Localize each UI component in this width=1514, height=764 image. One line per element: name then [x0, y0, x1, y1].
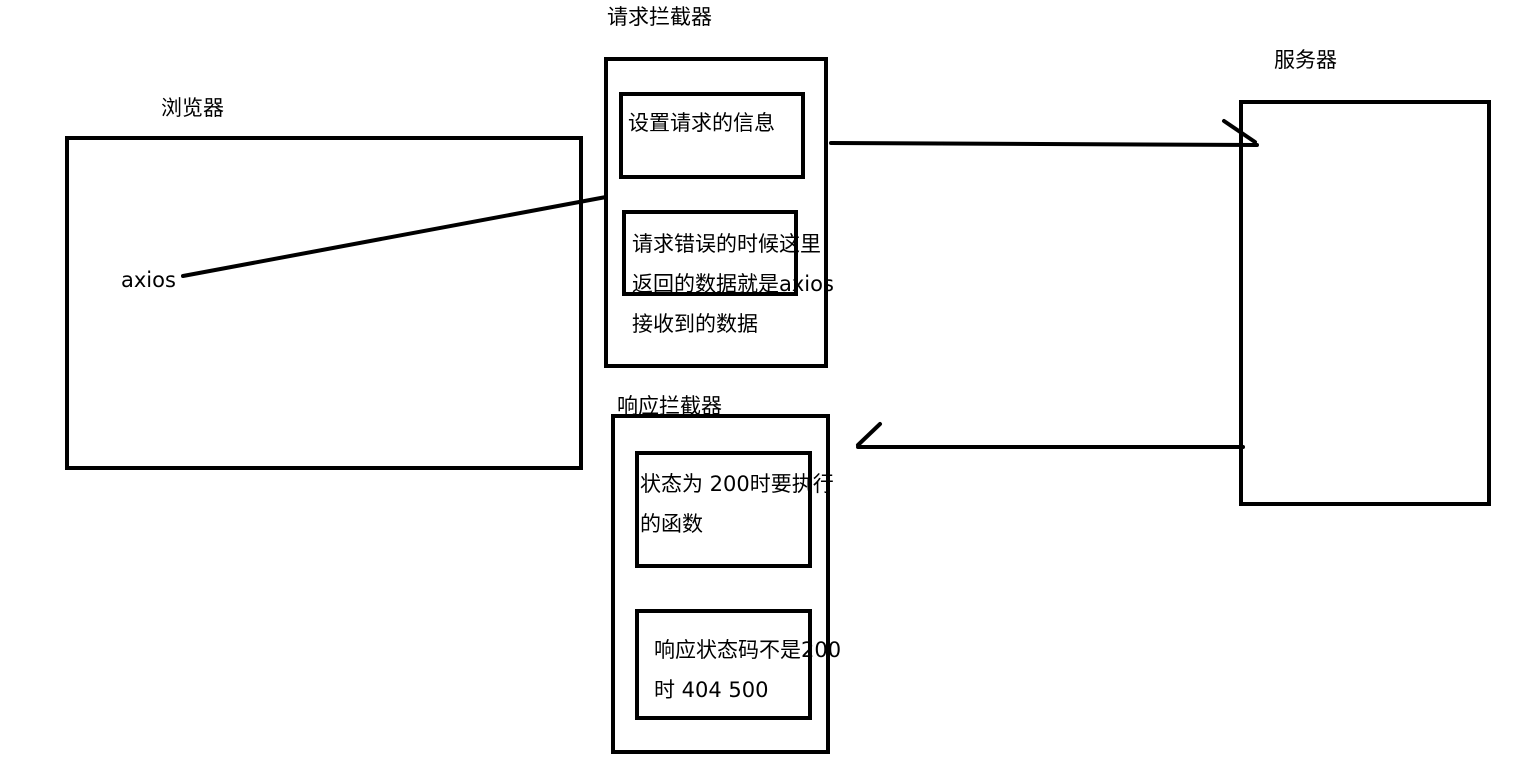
- request-error-line-3: 接收到的数据: [632, 312, 758, 336]
- request-to-server-arrow-line: [829, 141, 1259, 147]
- request-error-text: 请求错误的时候这里 返回的数据就是axios 接收到的数据: [632, 224, 834, 344]
- response-error-box: [635, 609, 812, 720]
- request-error-line-2: 返回的数据就是axios: [632, 272, 834, 296]
- request-error-box: [622, 210, 798, 296]
- response-interceptor-title: 响应拦截器: [617, 394, 722, 418]
- response-error-text: 响应状态码不是200 时 404 500: [654, 630, 841, 710]
- response-success-line-1: 状态为 200时要执行: [640, 472, 834, 496]
- response-error-line-1: 响应状态码不是200: [654, 638, 842, 662]
- server-box: [1239, 100, 1491, 506]
- response-success-line-2: 的函数: [640, 512, 703, 536]
- request-interceptor-title: 请求拦截器: [607, 5, 712, 29]
- server-to-response-arrowhead: [856, 422, 882, 447]
- set-request-info-text: 设置请求的信息: [628, 111, 775, 135]
- request-interceptor-box: [604, 57, 828, 368]
- browser-box: [65, 136, 583, 470]
- request-error-line-1: 请求错误的时候这里: [632, 232, 821, 256]
- response-error-line-2: 时 404 500: [654, 678, 769, 702]
- axios-label: axios: [121, 268, 176, 292]
- response-interceptor-box: [611, 414, 830, 754]
- browser-title: 浏览器: [161, 96, 224, 120]
- set-request-info-box: [619, 92, 805, 179]
- response-success-box: [635, 451, 812, 568]
- response-success-text: 状态为 200时要执行 的函数: [640, 464, 834, 544]
- server-title: 服务器: [1274, 48, 1337, 72]
